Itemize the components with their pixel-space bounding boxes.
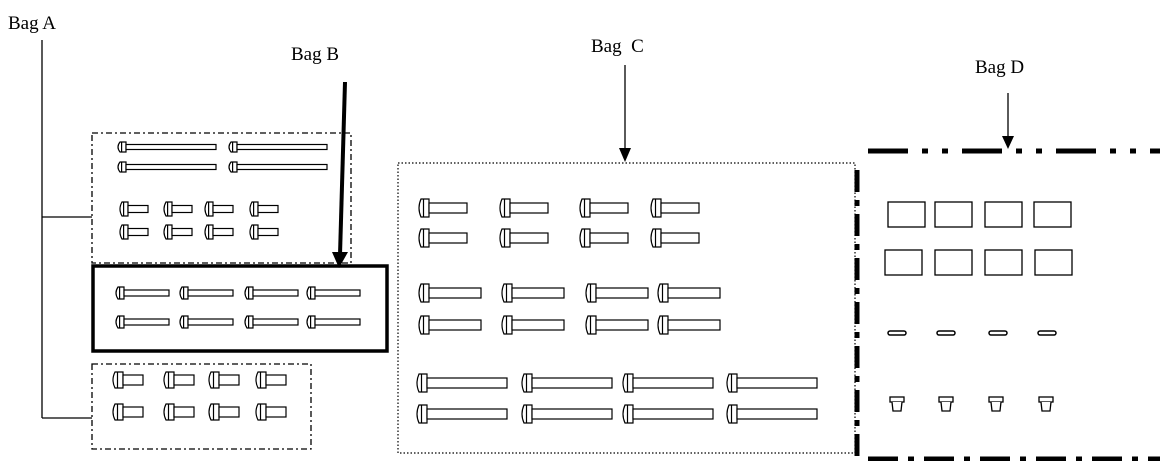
screw-m1	[650, 228, 700, 248]
screw-m2	[585, 315, 649, 335]
bag-a-top	[91, 132, 352, 264]
square-nut	[934, 201, 973, 228]
stubby-screw	[163, 403, 195, 421]
screw-m1	[418, 228, 468, 248]
stubby-screw	[255, 403, 287, 421]
screw-long	[726, 404, 818, 424]
bag-c	[397, 162, 856, 454]
short-screw	[119, 201, 149, 217]
stubby-screw	[255, 371, 287, 389]
screw-m1	[499, 228, 549, 248]
screw-long	[622, 373, 714, 393]
stubby-screw	[112, 403, 144, 421]
washer	[887, 330, 907, 336]
stubby-screw	[163, 371, 195, 389]
medium-screw	[179, 315, 234, 329]
bag-a-label: Bag A	[8, 13, 57, 34]
bag-a-bottom	[91, 363, 312, 450]
screw-m1	[650, 198, 700, 218]
square-nut	[887, 201, 926, 228]
short-screw	[249, 201, 279, 217]
screw-m1	[499, 198, 549, 218]
medium-screw	[244, 286, 299, 300]
screw-m2	[418, 283, 482, 303]
screw-long	[726, 373, 818, 393]
bag-c-label: Bag C	[591, 36, 644, 57]
medium-screw	[306, 286, 361, 300]
long-screw	[228, 141, 328, 153]
standoff	[988, 396, 1004, 412]
long-screw	[117, 161, 217, 173]
screw-m2	[418, 315, 482, 335]
medium-screw	[244, 315, 299, 329]
bag-d-label: Bag D	[975, 57, 1025, 78]
screw-m1	[418, 198, 468, 218]
bag-b-arrow	[332, 81, 348, 268]
medium-screw	[179, 286, 234, 300]
short-screw	[249, 224, 279, 240]
square-nut	[984, 249, 1023, 276]
short-screw	[163, 201, 193, 217]
square-nut	[984, 201, 1023, 228]
stubby-screw	[208, 371, 240, 389]
washer	[936, 330, 956, 336]
stubby-screw	[208, 403, 240, 421]
short-screw	[204, 201, 234, 217]
screw-long	[416, 404, 508, 424]
stubby-screw	[112, 371, 144, 389]
screw-m2	[657, 283, 721, 303]
short-screw	[204, 224, 234, 240]
square-nut	[1034, 249, 1073, 276]
bag-c-arrow	[619, 65, 631, 162]
screw-long	[521, 373, 613, 393]
standoff	[1038, 396, 1054, 412]
screw-m1	[579, 198, 629, 218]
medium-screw	[306, 315, 361, 329]
washer	[1037, 330, 1057, 336]
bag-b-label: Bag B	[291, 44, 340, 65]
short-screw	[119, 224, 149, 240]
long-screw	[228, 161, 328, 173]
screw-m2	[585, 283, 649, 303]
square-nut	[1033, 201, 1072, 228]
bag-d	[854, 148, 1160, 461]
medium-screw	[115, 315, 170, 329]
square-nut	[934, 249, 973, 276]
screw-m2	[657, 315, 721, 335]
screw-m2	[501, 315, 565, 335]
screw-long	[521, 404, 613, 424]
bag-d-arrow	[1002, 93, 1014, 149]
washer	[988, 330, 1008, 336]
bag-a-bracket	[41, 40, 92, 419]
medium-screw	[115, 286, 170, 300]
short-screw	[163, 224, 193, 240]
screw-long	[416, 373, 508, 393]
screw-long	[622, 404, 714, 424]
screw-m1	[579, 228, 629, 248]
screw-m2	[501, 283, 565, 303]
long-screw	[117, 141, 217, 153]
standoff	[889, 396, 905, 412]
standoff	[938, 396, 954, 412]
square-nut	[884, 249, 923, 276]
bag-b	[91, 264, 389, 353]
